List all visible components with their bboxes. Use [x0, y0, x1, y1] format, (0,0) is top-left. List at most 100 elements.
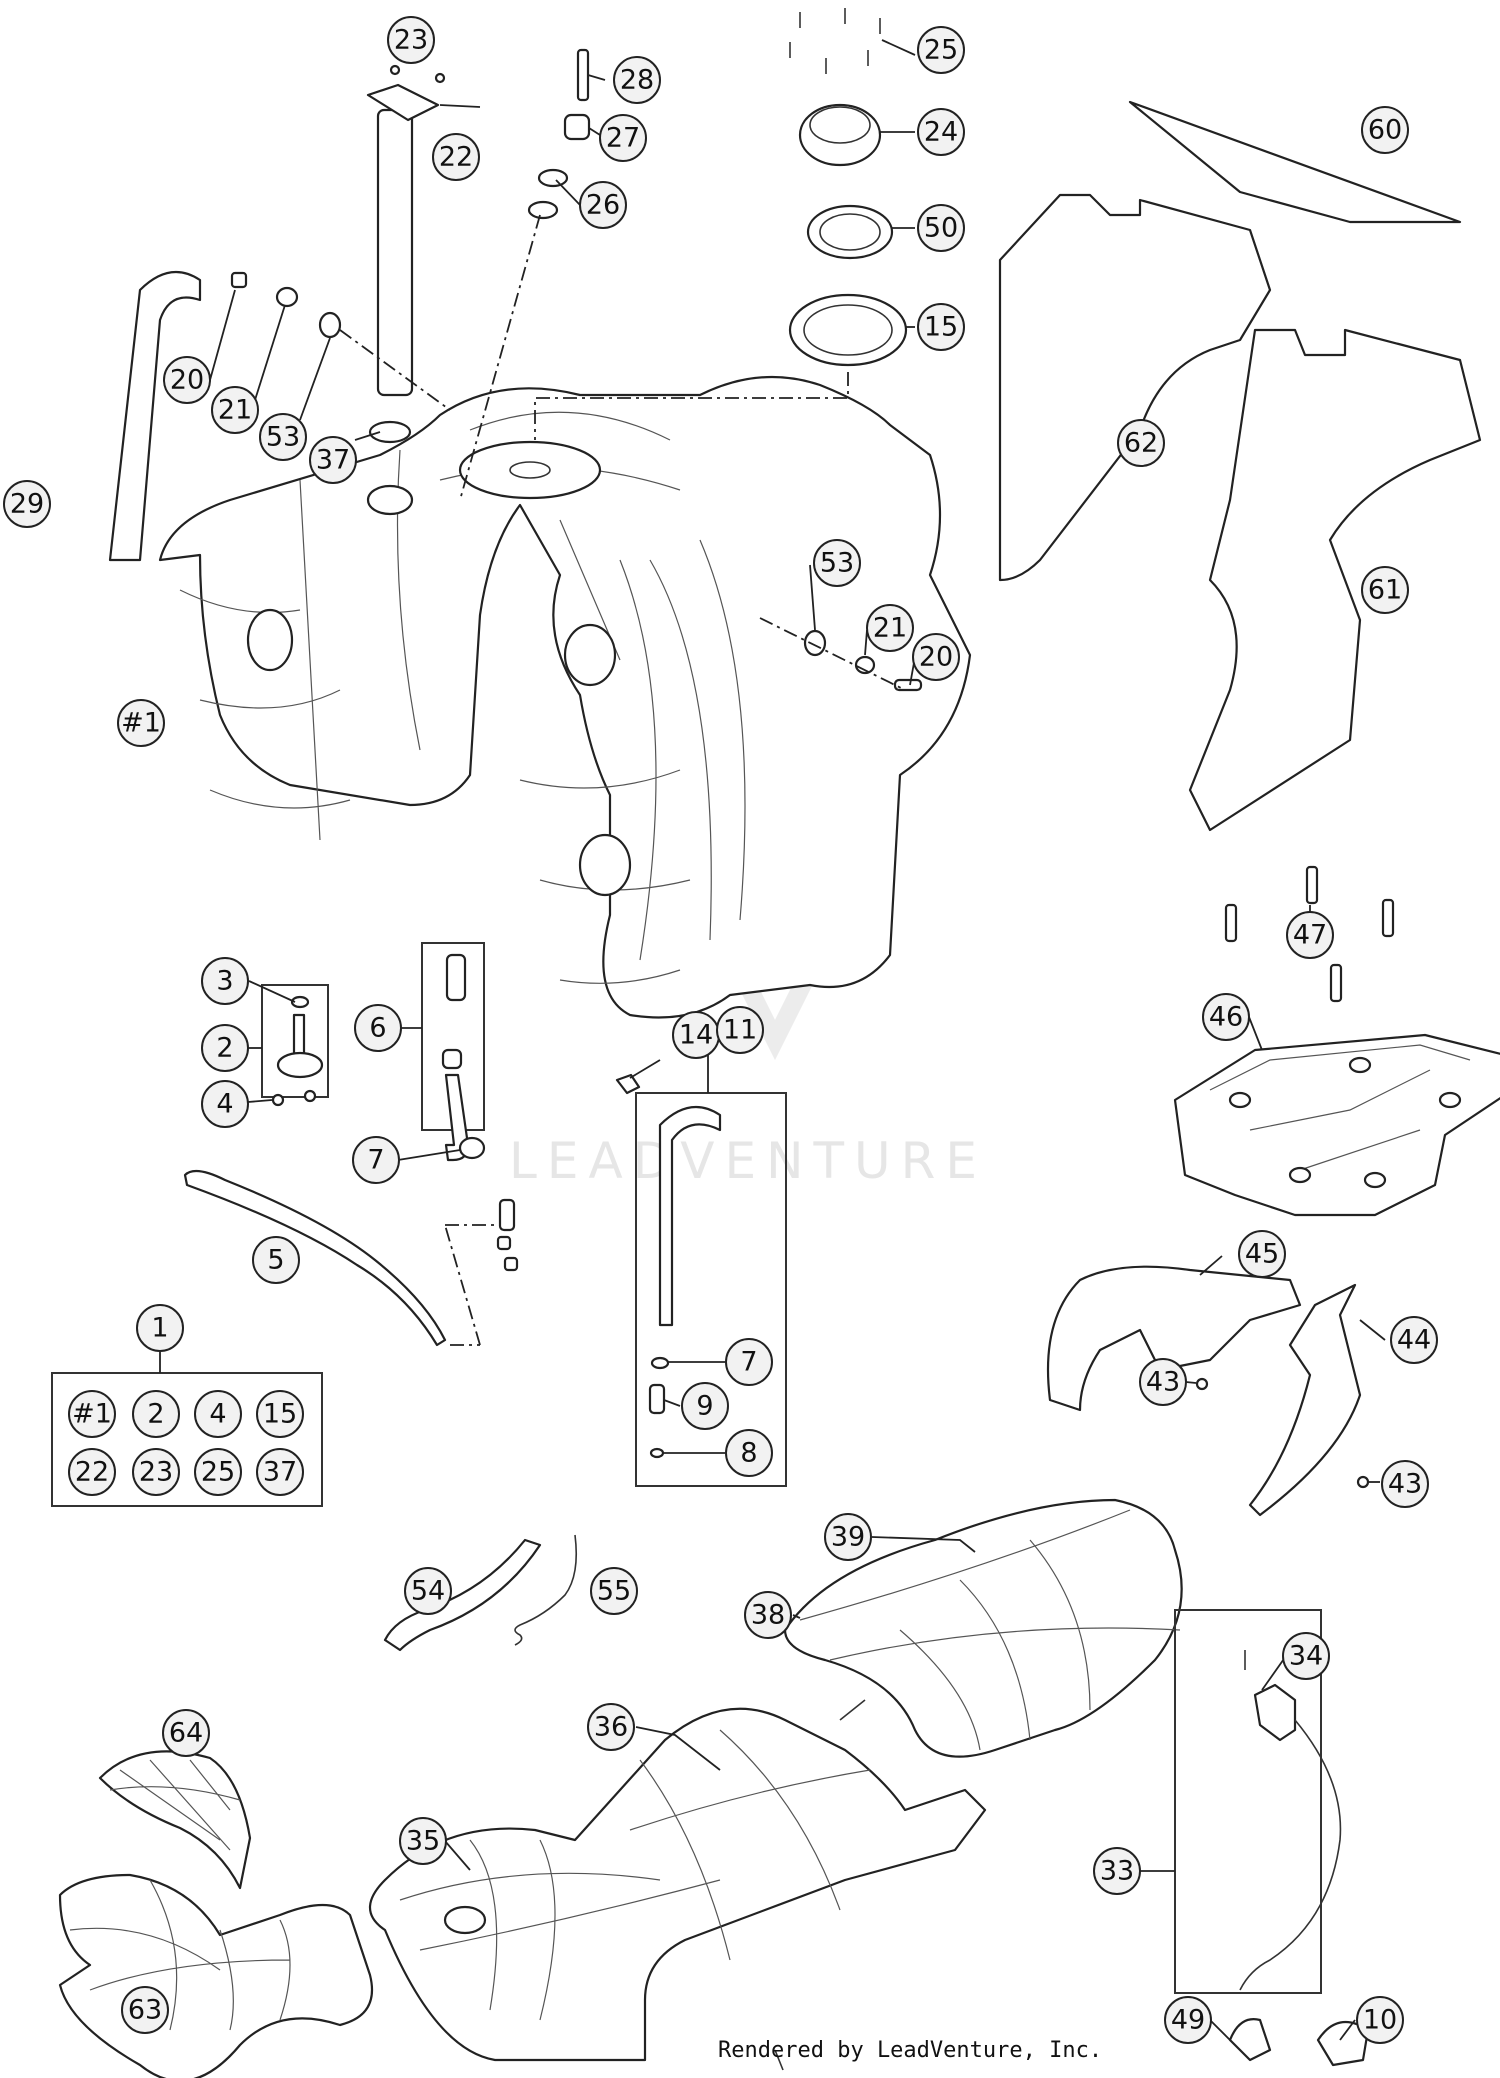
watermark-text: LEADVENTURE — [509, 1132, 987, 1190]
svg-text:61: 61 — [1368, 575, 1402, 606]
svg-text:1: 1 — [151, 1313, 168, 1344]
callout-45: 45 — [1238, 1230, 1286, 1278]
callout-20-left: 20 — [163, 356, 211, 404]
callout-37: 37 — [309, 436, 357, 484]
svg-text:34: 34 — [1289, 1641, 1323, 1672]
callout-tank-1: #1 — [117, 699, 165, 747]
svg-text:8: 8 — [740, 1438, 757, 1469]
callout-43-right: 43 — [1381, 1460, 1429, 1508]
svg-text:37: 37 — [316, 445, 350, 476]
svg-text:62: 62 — [1124, 428, 1158, 459]
callout-1: 1 — [136, 1304, 184, 1352]
vent-fittings — [459, 48, 591, 501]
svg-text:35: 35 — [406, 1826, 440, 1857]
callout-53-left: 53 — [259, 413, 307, 461]
callout-46: 46 — [1202, 993, 1250, 1041]
callout-28: 28 — [613, 56, 661, 104]
callout-34: 34 — [1282, 1632, 1330, 1680]
callout-3: 3 — [201, 957, 249, 1005]
fuel-tank — [158, 375, 972, 1019]
svg-text:25: 25 — [924, 35, 958, 66]
svg-text:9: 9 — [696, 1391, 713, 1422]
callout-61: 61 — [1361, 566, 1409, 614]
svg-text:3: 3 — [216, 966, 233, 997]
callout-7-upper: 7 — [352, 1136, 400, 1184]
svg-text:11: 11 — [723, 1015, 757, 1046]
svg-text:15: 15 — [924, 312, 958, 343]
callout-10: 10 — [1356, 1996, 1404, 2044]
callout-2: 2 — [201, 1024, 249, 1072]
callout-21-left: 21 — [211, 386, 259, 434]
hose-29 — [108, 270, 202, 562]
hose-5 — [183, 1169, 519, 1347]
callout-63: 63 — [121, 1986, 169, 2034]
callout-44: 44 — [1390, 1316, 1438, 1364]
callout-53-right: 53 — [813, 539, 861, 587]
svg-text:23: 23 — [139, 1457, 173, 1488]
svg-text:27: 27 — [606, 123, 640, 154]
callout-39: 39 — [824, 1513, 872, 1561]
callout-47: 47 — [1286, 911, 1334, 959]
callout-36: 36 — [587, 1703, 635, 1751]
svg-text:54: 54 — [411, 1576, 445, 1607]
svg-text:33: 33 — [1100, 1856, 1134, 1887]
svg-text:24: 24 — [924, 117, 958, 148]
svg-text:20: 20 — [170, 365, 204, 396]
svg-text:37: 37 — [263, 1457, 297, 1488]
callout-26: 26 — [579, 181, 627, 229]
callout-kit-22: 22 — [68, 1448, 116, 1496]
seat-lock-box — [1174, 1609, 1322, 1994]
callout-8: 8 — [725, 1429, 773, 1477]
svg-text:47: 47 — [1293, 920, 1327, 951]
side-panels — [998, 100, 1482, 832]
callout-54: 54 — [404, 1567, 452, 1615]
callout-kit-15: 15 — [256, 1390, 304, 1438]
grab-handles — [1046, 1265, 1370, 1517]
callout-50: 50 — [917, 204, 965, 252]
callout-22: 22 — [432, 133, 480, 181]
valve-group-box — [261, 984, 329, 1098]
svg-text:21: 21 — [218, 395, 252, 426]
callout-38: 38 — [744, 1591, 792, 1639]
fuel-cap-assembly — [534, 8, 908, 440]
svg-text:63: 63 — [128, 1995, 162, 2026]
svg-text:7: 7 — [740, 1347, 757, 1378]
luggage-rack — [1173, 865, 1500, 1217]
callout-27: 27 — [599, 114, 647, 162]
svg-text:15: 15 — [263, 1399, 297, 1430]
callout-35: 35 — [399, 1817, 447, 1865]
callout-kit-25: 25 — [194, 1448, 242, 1496]
callout-43-left: 43 — [1139, 1358, 1187, 1406]
clip-14 — [615, 1073, 641, 1095]
pillion-seat — [783, 1498, 1183, 1758]
svg-text:44: 44 — [1397, 1325, 1431, 1356]
callout-60: 60 — [1361, 106, 1409, 154]
svg-text:29: 29 — [10, 489, 44, 520]
callout-33: 33 — [1093, 1847, 1141, 1895]
svg-text:4: 4 — [216, 1089, 233, 1120]
callout-25: 25 — [917, 26, 965, 74]
svg-text:7: 7 — [367, 1145, 384, 1176]
svg-text:5: 5 — [267, 1245, 284, 1276]
callout-62: 62 — [1117, 419, 1165, 467]
svg-text:22: 22 — [75, 1457, 109, 1488]
svg-text:43: 43 — [1146, 1367, 1180, 1398]
callout-9: 9 — [681, 1382, 729, 1430]
svg-text:53: 53 — [266, 422, 300, 453]
svg-text:4: 4 — [209, 1399, 226, 1430]
callout-kit-4: 4 — [194, 1390, 242, 1438]
tank-cover-63 — [58, 1873, 374, 2078]
svg-text:14: 14 — [679, 1020, 713, 1051]
svg-text:55: 55 — [597, 1576, 631, 1607]
svg-text:38: 38 — [751, 1600, 785, 1631]
svg-text:6: 6 — [369, 1013, 386, 1044]
svg-text:21: 21 — [873, 613, 907, 644]
callout-14: 14 — [672, 1011, 720, 1059]
hose-group-11-parts — [648, 1105, 722, 1459]
svg-text:46: 46 — [1209, 1002, 1243, 1033]
callout-4: 4 — [201, 1080, 249, 1128]
svg-text:26: 26 — [586, 190, 620, 221]
svg-text:64: 64 — [169, 1718, 203, 1749]
svg-text:2: 2 — [216, 1033, 233, 1064]
